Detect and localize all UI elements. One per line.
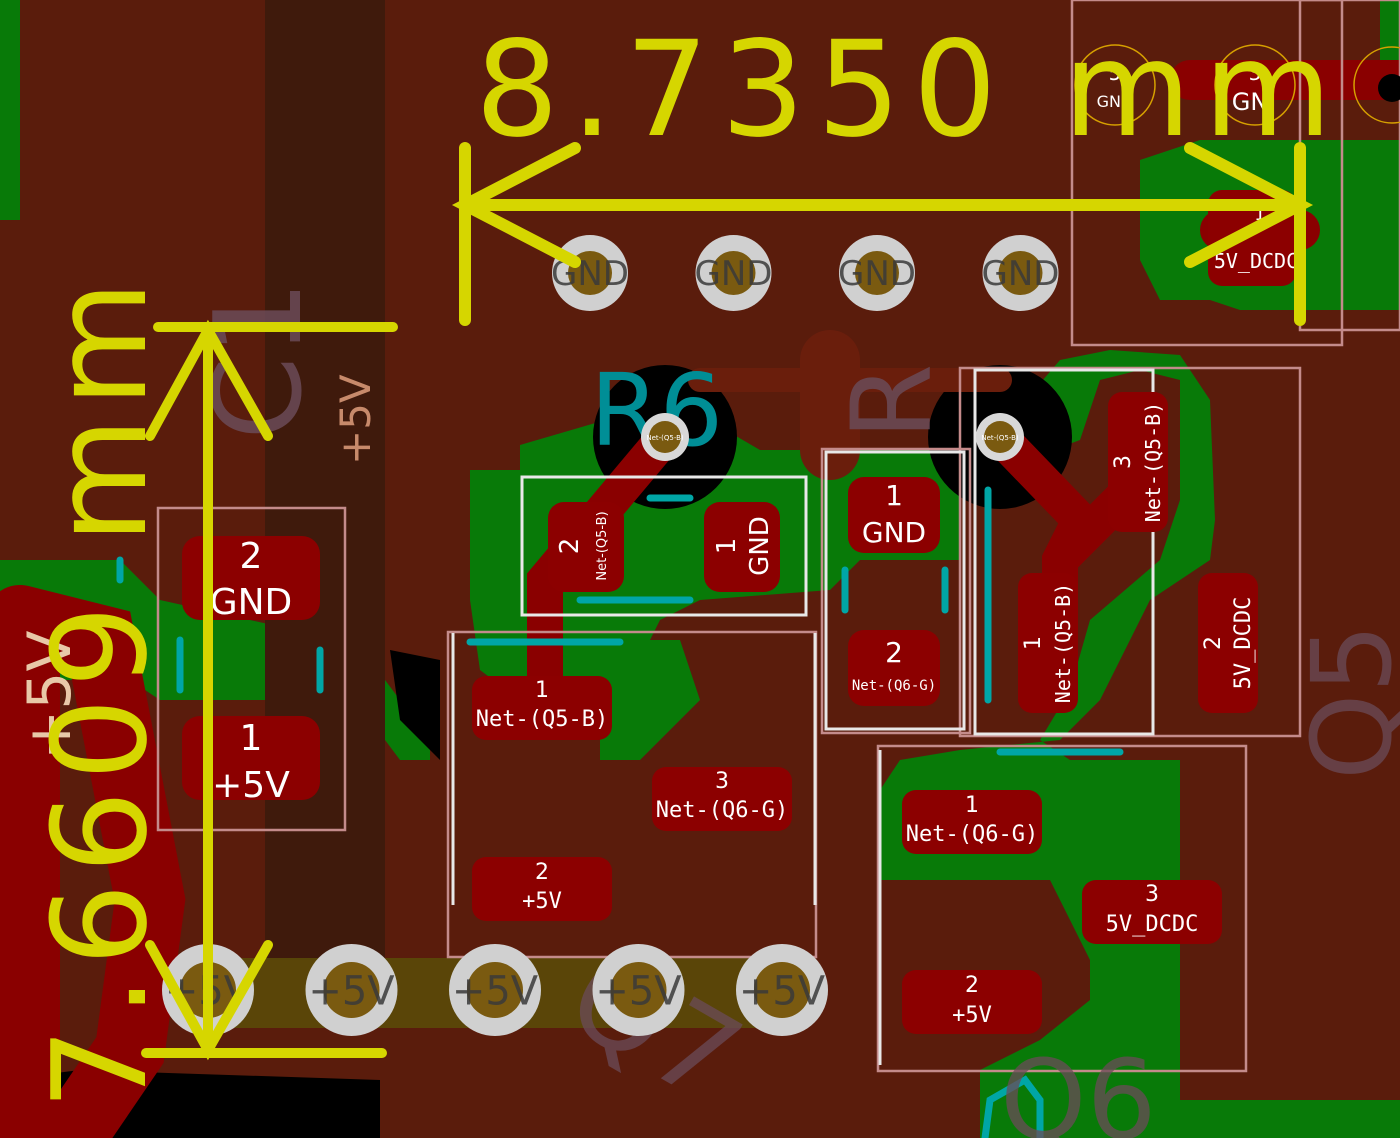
rmid-pad-2[interactable] [848, 630, 940, 706]
r6-pad-1[interactable] [704, 502, 780, 592]
ref-back-q5: Q5 [1288, 623, 1400, 780]
resistor-r6[interactable]: 2 Net-(Q5-B) 1 GND [548, 502, 780, 592]
r6-pad-1-num: 1 [712, 538, 742, 555]
q5-pad-2-net: 5V_DCDC [1231, 597, 1256, 690]
plus5v-header-pin-3-drill [467, 962, 523, 1018]
plus5v-header-pin-4-drill [610, 962, 667, 1018]
resistor-middle[interactable]: 1 GND 2 Net-(Q6-G) [848, 477, 940, 706]
user-text-plus5v: +5V [331, 374, 380, 465]
rmid-pad-1-net: GND [862, 516, 926, 549]
gnd-header-pin-2-drill [711, 251, 756, 295]
q6-pad-2-num: 2 [965, 973, 979, 998]
q5-pad-1[interactable] [1018, 573, 1078, 713]
c1-pad-2-num: 2 [240, 536, 263, 577]
q6-pad-1[interactable] [902, 790, 1042, 854]
q6-pad-3-net: 5V_DCDC [1106, 912, 1199, 937]
q6-pad-3-num: 3 [1145, 882, 1159, 907]
q5-pad-3-num: 3 [1111, 455, 1136, 469]
q5-pad-2[interactable] [1198, 573, 1258, 713]
right-top-pad-net: 5V_DCDC [1214, 249, 1298, 273]
q5-pad-1-num: 1 [1021, 636, 1046, 650]
q7-pad-1[interactable] [472, 676, 612, 740]
rmid-pad-1-num: 1 [885, 479, 903, 512]
q7-pad-2-net: +5V [522, 889, 562, 914]
c1-pad-2[interactable] [182, 536, 320, 620]
fab-back-marks [116, 486, 1124, 1138]
q7-pad-1-num: 1 [535, 678, 549, 703]
c1-pad-1-net: +5V [212, 765, 290, 806]
c1-pad-1[interactable] [182, 716, 320, 800]
ref-back-r: R [828, 364, 956, 440]
connector-top-right[interactable]: 5 GND 3 GN [1074, 44, 1400, 126]
capacitor-c1[interactable]: 2 GND 1 +5V [182, 536, 320, 806]
q6-pad-1-net: Net-(Q6-G) [906, 822, 1038, 847]
rmid-pad-2-num: 2 [885, 636, 903, 669]
silkscreen-outlines [451, 368, 1155, 1065]
r6-pad-1-net: GND [745, 516, 775, 576]
plus5v-header-pin-2-drill [323, 962, 380, 1018]
ref-back-q6: Q6 [1000, 1036, 1157, 1138]
q5-pad-3-net: Net-(Q5-B) [1141, 402, 1165, 522]
dimension-vertical-label: 7.6609 mm [24, 271, 176, 1110]
c1-pad-1-num: 1 [240, 718, 263, 759]
transistor-q7[interactable]: 1 Net-(Q5-B) 3 Net-(Q6-G) 2 +5V [472, 676, 792, 921]
conn-pin-3-net: GN [1232, 88, 1269, 116]
via-left-label: Net-(Q5-B) [646, 434, 684, 442]
dimension-horizontal[interactable] [451, 142, 1314, 326]
q6-pad-2[interactable] [902, 970, 1042, 1034]
r6-pad-2-num: 2 [555, 538, 585, 555]
plus5v-header-pin-2-label: +5V [308, 968, 395, 1014]
q6-pad-3[interactable] [1082, 880, 1222, 944]
conn-pin-5-num: 5 [1109, 61, 1122, 85]
vias[interactable]: Net-(Q5-B) Net-(Q5-B) [641, 413, 1024, 461]
plus5v-header-pin-4-label: +5V [595, 968, 682, 1014]
conn-pin-5[interactable] [1074, 44, 1156, 126]
via-right-label: Net-(Q5-B) [981, 434, 1019, 442]
q7-pad-2-num: 2 [535, 860, 549, 885]
gnd-header-pin-4-drill [998, 251, 1043, 295]
rmid-pad-2-net: Net-(Q6-G) [852, 678, 936, 694]
q7-pad-2[interactable] [472, 857, 612, 921]
gnd-header-pin-2-label: GND [695, 254, 773, 294]
gnd-header-pin-4-label: GND [982, 254, 1060, 294]
r6-pad-2-net: Net-(Q5-B) [595, 511, 610, 580]
rmid-pad-1[interactable] [848, 477, 940, 553]
r6-pad-2[interactable] [548, 502, 624, 592]
plus5v-header-pin-5-drill [754, 962, 810, 1018]
q5-pad-2-num: 2 [1201, 636, 1226, 650]
q5-pad-1-net: Net-(Q5-B) [1051, 583, 1075, 703]
conn-pin-3-num: 3 [1249, 61, 1262, 85]
gnd-header-pin-3-drill [855, 251, 899, 295]
transistor-q6[interactable]: 1 Net-(Q6-G) 3 5V_DCDC 2 +5V [902, 790, 1222, 1034]
plus5v-header-pin-3-label: +5V [452, 968, 539, 1014]
right-top-pad-num: 1 [1254, 204, 1265, 225]
left-edge-label: +5V [15, 631, 85, 761]
transistor-q5[interactable]: 3 Net-(Q5-B) 1 Net-(Q5-B) 2 5V_DCDC [1018, 392, 1258, 713]
gnd-header-pin-3-label: GND [838, 254, 916, 294]
q7-pad-1-net: Net-(Q5-B) [476, 707, 608, 732]
conn-pin-5-net: GND [1097, 92, 1134, 111]
q6-pad-1-num: 1 [965, 793, 979, 818]
front-copper-tracks [0, 60, 1400, 1138]
c1-pad-2-net: GND [210, 582, 293, 623]
q7-pad-3-net: Net-(Q6-G) [656, 798, 788, 823]
back-copper-fill [265, 0, 385, 960]
q7-pad-3-num: 3 [715, 769, 729, 794]
q5-pad-3[interactable] [1108, 392, 1168, 532]
q6-pad-2-net: +5V [952, 1003, 992, 1028]
conn-pin-1[interactable] [1353, 46, 1400, 124]
dimension-horizontal-label: 8.7350 mm [475, 13, 1344, 167]
q7-pad-3[interactable] [652, 767, 792, 831]
plus5v-header-pin-5-label: +5V [739, 968, 826, 1014]
conn-pin-3[interactable] [1214, 44, 1296, 126]
dimension-vertical[interactable] [141, 319, 398, 1061]
